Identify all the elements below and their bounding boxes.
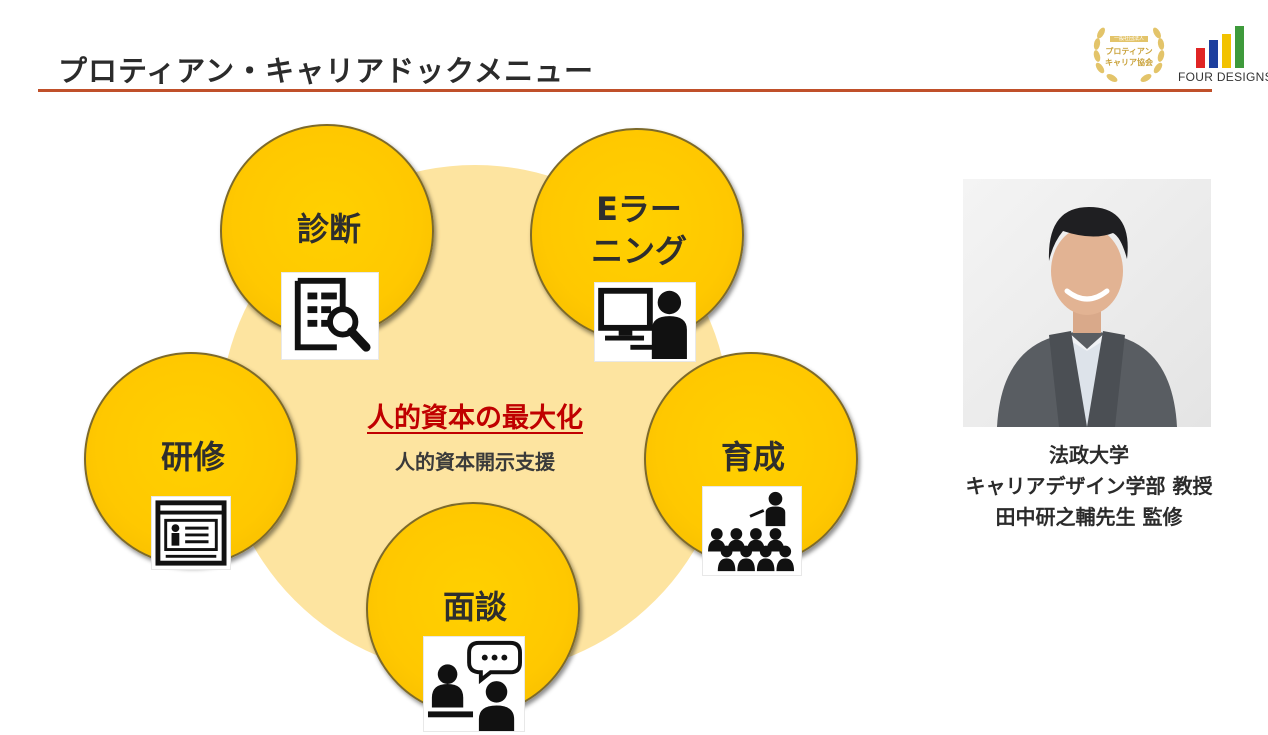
node-interview-label: 面談 [368, 586, 582, 628]
computer-user-icon [594, 282, 696, 362]
seal-text-line1: 一般社団法人 [1090, 37, 1168, 42]
four-designs-brand-name: FOUR DESIGNS [1178, 70, 1262, 84]
supervisor-department: キャリアデザイン学部 教授 [930, 470, 1248, 502]
supervisor-university: 法政大学 [930, 439, 1248, 471]
four-designs-logo: FOUR DESIGNS [1178, 22, 1262, 92]
page-title: プロティアン・キャリアドックメニュー [58, 48, 594, 90]
presentation-screen-icon [151, 496, 231, 570]
document-search-icon [281, 272, 379, 360]
protean-career-association-logo: 一般社団法人 プロティアン キャリア協会 [1090, 16, 1168, 88]
four-designs-bars-icon [1192, 26, 1248, 68]
presenter-audience-icon [702, 486, 802, 576]
seal-text-line3: キャリア協会 [1090, 58, 1168, 68]
conversation-icon [423, 636, 525, 732]
seal-text-line2: プロティアン [1090, 47, 1168, 57]
center-subtitle: 人的資本開示支援 [300, 446, 650, 475]
center-title: 人的資本の最大化 [300, 396, 650, 435]
node-e-learning-label-line2: ニング [532, 230, 746, 272]
node-training-label: 研修 [86, 436, 300, 478]
title-divider [38, 89, 1212, 92]
node-diagnosis-label: 診断 [222, 208, 436, 250]
node-development-label: 育成 [646, 436, 860, 478]
node-e-learning-label-line1: Eラー [532, 188, 746, 230]
supervisor-portrait [963, 179, 1211, 427]
supervisor-name: 田中研之輔先生 監修 [930, 501, 1248, 533]
